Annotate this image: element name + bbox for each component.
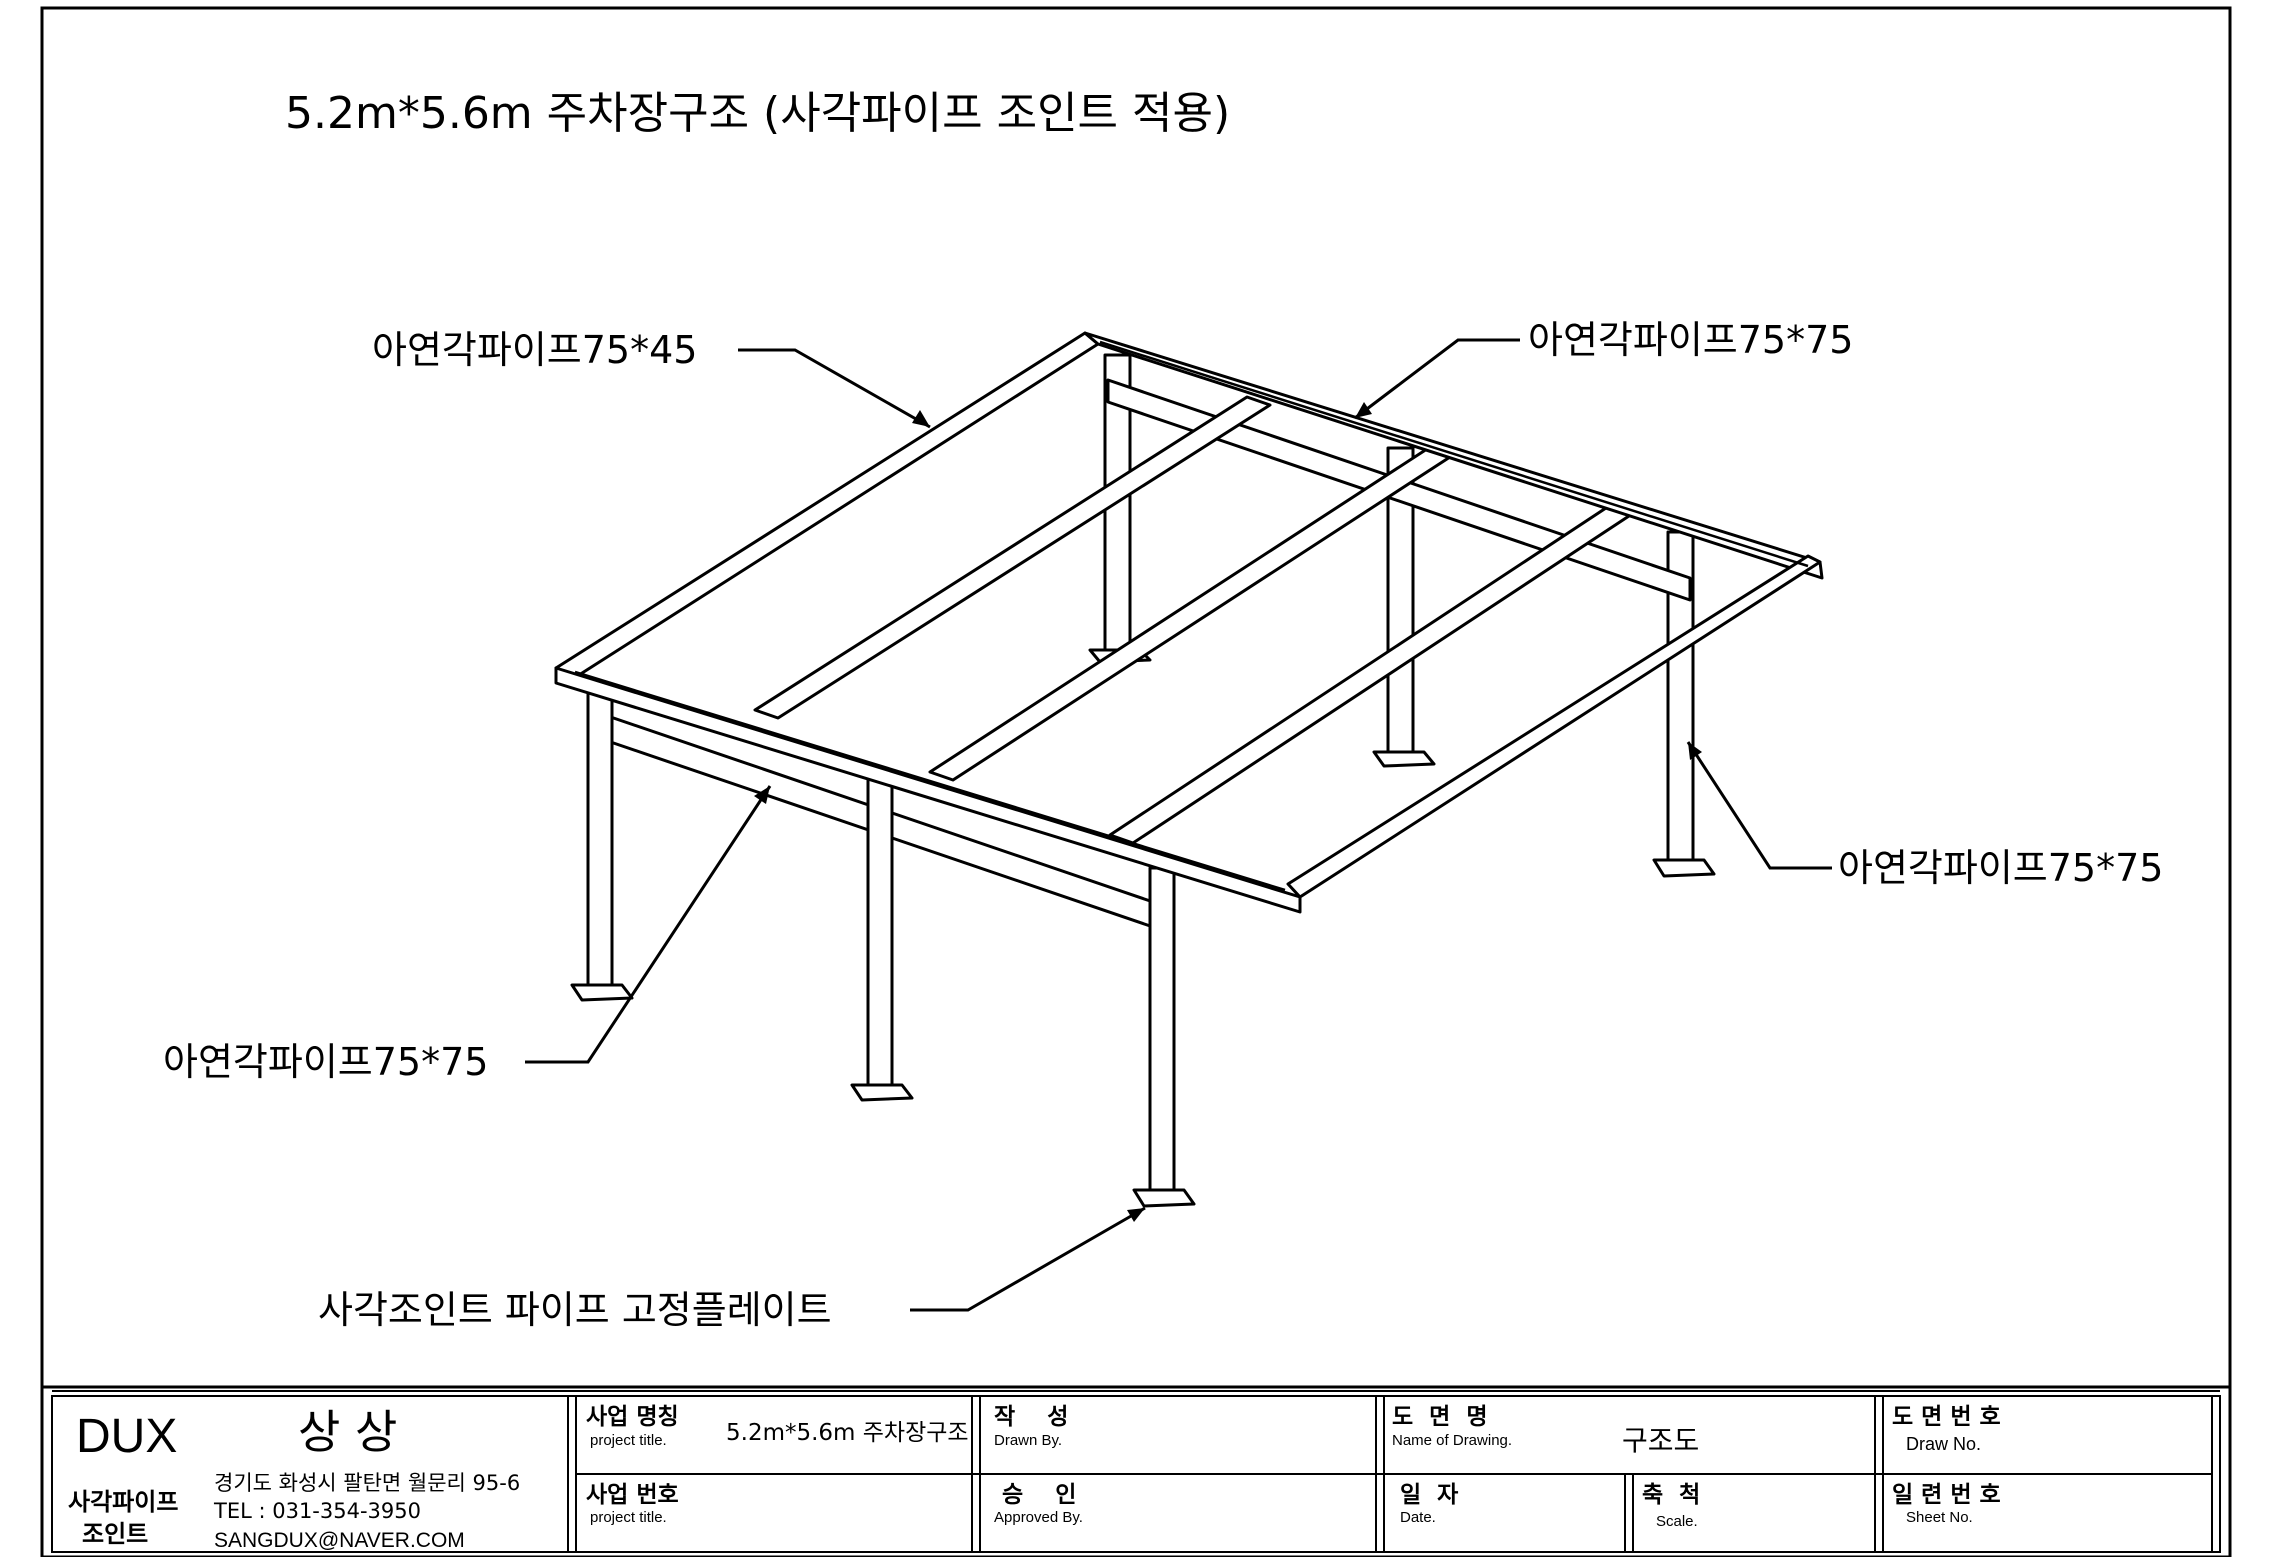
drawing-name-label: 도 면 명 <box>1392 1404 1488 1430</box>
roof-frame-front-side <box>554 666 1302 914</box>
drawing-title: 5.2m*5.6m 주차장구조 (사각파이프 조인트 적용) <box>285 88 1230 139</box>
title-block: DUX 상 상 사각파이프 조인트 경기도 화성시 팔탄면 월문리 95-6 T… <box>40 1385 2232 1557</box>
project-name-label: 사업 명칭 <box>586 1404 679 1430</box>
callout-top-right-label: 아연각파이프75*75 <box>1528 318 1853 362</box>
drawing-no-label-en: Draw No. <box>1906 1434 1981 1454</box>
company-subtitle-1: 사각파이프 <box>68 1488 178 1516</box>
company-brand: DUX <box>76 1410 177 1463</box>
callout-left-label: 아연각파이프75*75 <box>163 1040 488 1084</box>
sheet-border <box>40 6 2232 1557</box>
carport-structure <box>554 331 1824 1208</box>
callout-right: 아연각파이프75*75 <box>1686 741 2163 890</box>
project-name-value: 5.2m*5.6m 주차장구조 <box>726 1420 969 1446</box>
drawn-by-label: 작 성 <box>994 1404 1068 1430</box>
callout-left: 아연각파이프75*75 <box>163 785 772 1084</box>
drawing-name-label-en: Name of Drawing. <box>1392 1432 1512 1449</box>
roof-frame-right-side <box>1286 554 1822 899</box>
project-name-label-en: project title. <box>590 1432 667 1449</box>
project-no-label: 사업 번호 <box>586 1482 679 1508</box>
post-front-middle <box>850 776 914 1102</box>
company-email: SANGDUX@NAVER.COM <box>214 1529 465 1552</box>
callout-top-right: 아연각파이프75*75 <box>1354 318 1853 420</box>
company-address: 경기도 화성시 팔탄면 월문리 95-6 <box>214 1471 520 1495</box>
roof-frame-back-side <box>1083 331 1824 580</box>
roof-crossbeam-2 <box>928 447 1452 782</box>
date-label-en: Date. <box>1400 1509 1436 1526</box>
approved-by-label: 승 인 <box>1002 1482 1076 1508</box>
approved-by-label-en: Approved By. <box>994 1509 1083 1526</box>
scale-label: 축 척 <box>1642 1482 1700 1508</box>
callout-top-left: 아연각파이프75*45 <box>372 328 931 429</box>
company-tel: TEL : 031-354-3950 <box>213 1499 421 1523</box>
callout-top-left-label: 아연각파이프75*45 <box>372 328 697 372</box>
sheet-no-label-en: Sheet No. <box>1906 1509 1973 1526</box>
callout-bottom-label: 사각조인트 파이프 고정플레이트 <box>318 1288 832 1332</box>
date-label: 일 자 <box>1400 1482 1458 1508</box>
roof-frame-left-side <box>554 331 1100 684</box>
drawing-name-value: 구조도 <box>1622 1424 1699 1457</box>
drawing-no-label: 도 면 번 호 <box>1892 1404 2001 1430</box>
company-subtitle-2: 조인트 <box>82 1520 148 1548</box>
callout-bottom: 사각조인트 파이프 고정플레이트 <box>318 1206 1146 1332</box>
callout-right-label: 아연각파이프75*75 <box>1838 846 2163 890</box>
scale-label-en: Scale. <box>1656 1513 1698 1530</box>
project-no-label-en: project title. <box>590 1509 667 1526</box>
roof-crossbeam-1 <box>753 395 1272 720</box>
drawn-by-label-en: Drawn By. <box>994 1432 1062 1449</box>
company-name: 상 상 <box>298 1405 397 1459</box>
roof-crossbeam-3 <box>1108 504 1634 845</box>
sheet-no-label: 일 련 번 호 <box>1892 1482 2001 1508</box>
